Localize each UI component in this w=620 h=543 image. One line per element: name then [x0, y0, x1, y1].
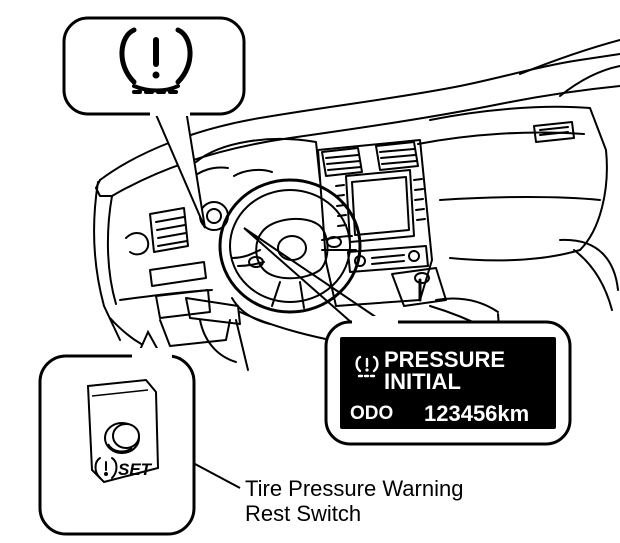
multi-info-display: PRESSURE INITIAL ODO 123456km — [340, 337, 556, 429]
odometer-label: ODO — [350, 403, 394, 424]
display-line-1: PRESSURE — [384, 347, 506, 372]
reset-switch-callout — [38, 348, 196, 536]
switch-tire-pressure-icon — [94, 457, 118, 479]
display-line-2: INITIAL — [384, 369, 461, 394]
caption-line-1: Tire Pressure Warning — [245, 476, 464, 501]
dashboard-line-art — [93, 39, 620, 371]
caption-line-2: Rest Switch — [245, 501, 362, 526]
reset-switch-knob-icon[interactable] — [104, 422, 140, 454]
top-callout-pointer — [153, 109, 206, 229]
odometer-value: 123456km — [424, 401, 530, 426]
tire-pressure-icon-small — [355, 355, 379, 378]
warning-light-callout — [62, 16, 246, 116]
reset-switch-label: SET — [118, 460, 152, 479]
tire-pressure-warning-icon — [119, 27, 193, 94]
display-leader-line — [243, 227, 393, 331]
